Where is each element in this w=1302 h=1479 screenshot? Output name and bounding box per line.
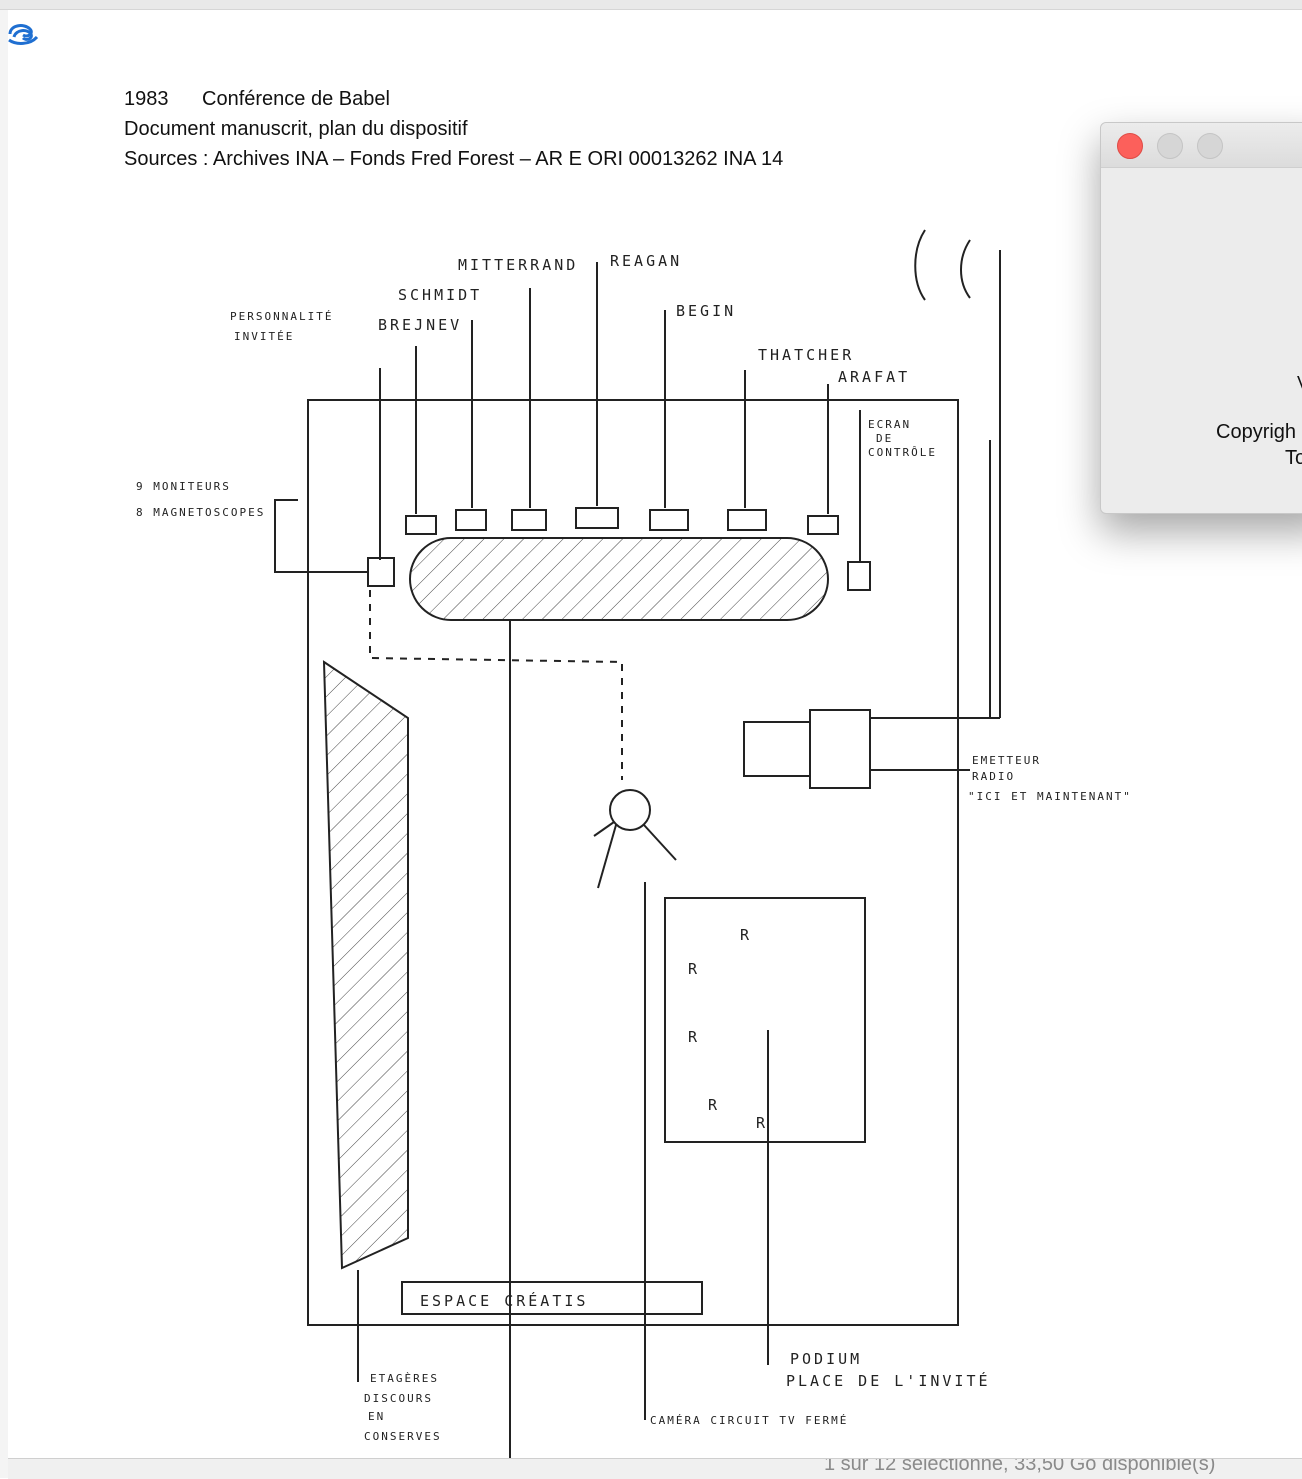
svg-text:R: R	[708, 1096, 720, 1114]
document-subtitle: Document manuscrit, plan du dispositif	[124, 118, 468, 140]
left-gutter	[0, 10, 8, 1478]
leader-label: THATCHER	[758, 346, 854, 364]
leader-label: SCHMIDT	[398, 286, 482, 304]
leader-label: REAGAN	[610, 252, 682, 270]
document-title: Conférence de Babel	[202, 88, 390, 110]
window-top-border	[0, 0, 1302, 10]
podium	[664, 897, 866, 1143]
monitor	[847, 561, 871, 591]
podium-label: PODIUM	[790, 1350, 862, 1368]
shelves-label: DISCOURS	[364, 1392, 433, 1405]
shelves-label: EN	[368, 1410, 385, 1423]
room-outline	[307, 399, 959, 1326]
monitor	[367, 557, 395, 587]
svg-text:R: R	[756, 1114, 768, 1132]
blue-swirl-logo-icon[interactable]	[6, 20, 40, 48]
transmitter-label: "ICI ET MAINTENANT"	[968, 790, 1132, 803]
zoom-window-button[interactable]	[1197, 133, 1223, 159]
control-screen-label: CONTRÔLE	[868, 446, 937, 459]
monitor	[511, 509, 547, 531]
radio-transmitter	[809, 709, 871, 789]
control-screen-label: ECRAN	[868, 418, 911, 431]
creative-space-label: ESPACE CRÉATIS	[420, 1291, 588, 1310]
floor-plan-sketch: R R R R R MITTERRAND REAGAN SCHMIDT BREJ…	[136, 229, 1132, 1460]
about-copyright-text-2: To	[1285, 447, 1302, 469]
camera-label: CAMÉRA CIRCUIT TV FERMÉ	[650, 1414, 848, 1427]
close-window-button[interactable]	[1117, 133, 1143, 159]
control-screen-label: DE	[876, 432, 893, 445]
monitor	[727, 509, 767, 531]
monitor	[575, 507, 619, 529]
shelves-label: ETAGÈRES	[370, 1372, 439, 1385]
document-header: 1983 Conférence de Babel Document manuscr…	[124, 84, 783, 174]
about-copyright-text: Copyrigh	[1216, 421, 1297, 443]
document-year: 1983	[124, 88, 169, 110]
document-sources: Sources : Archives INA – Fonds Fred Fore…	[124, 148, 784, 170]
transmitter-label: RADIO	[972, 770, 1015, 783]
svg-text:R: R	[688, 960, 700, 978]
minimize-window-button[interactable]	[1157, 133, 1183, 159]
leader-label: MITTERRAND	[458, 256, 578, 274]
about-version-text: V	[1297, 373, 1302, 394]
leader-label: BEGIN	[676, 302, 736, 320]
monitors-label: 9 MONITEURS	[136, 480, 231, 493]
about-window-titlebar[interactable]	[1101, 123, 1302, 168]
recorders-label: 8 MAGNETOSCOPES	[136, 506, 265, 519]
podium-label: PLACE DE L'INVITÉ	[786, 1371, 991, 1390]
transmitter-label: EMETTEUR	[972, 754, 1041, 767]
monitor	[405, 515, 437, 535]
creative-space-box	[401, 1281, 703, 1315]
monitor	[649, 509, 689, 531]
shelves	[322, 660, 409, 1270]
leader-label: ARAFAT	[838, 368, 910, 386]
status-text: 1 sur 12 sélectionné, 33,50 Go disponibl…	[824, 1458, 1216, 1475]
about-window[interactable]: V Copyrigh To	[1100, 122, 1302, 514]
shelves-label: CONSERVES	[364, 1430, 442, 1443]
monitor	[807, 515, 839, 535]
svg-text:R: R	[740, 926, 752, 944]
status-bar: 1 sur 12 sélectionné, 33,50 Go disponibl…	[8, 1458, 1302, 1479]
svg-text:R: R	[688, 1028, 700, 1046]
guest-label: PERSONNALITÉ	[230, 310, 333, 323]
conference-table	[409, 537, 829, 621]
leader-label: BREJNEV	[378, 316, 462, 334]
monitor	[455, 509, 487, 531]
guest-label: INVITÉE	[234, 330, 294, 343]
